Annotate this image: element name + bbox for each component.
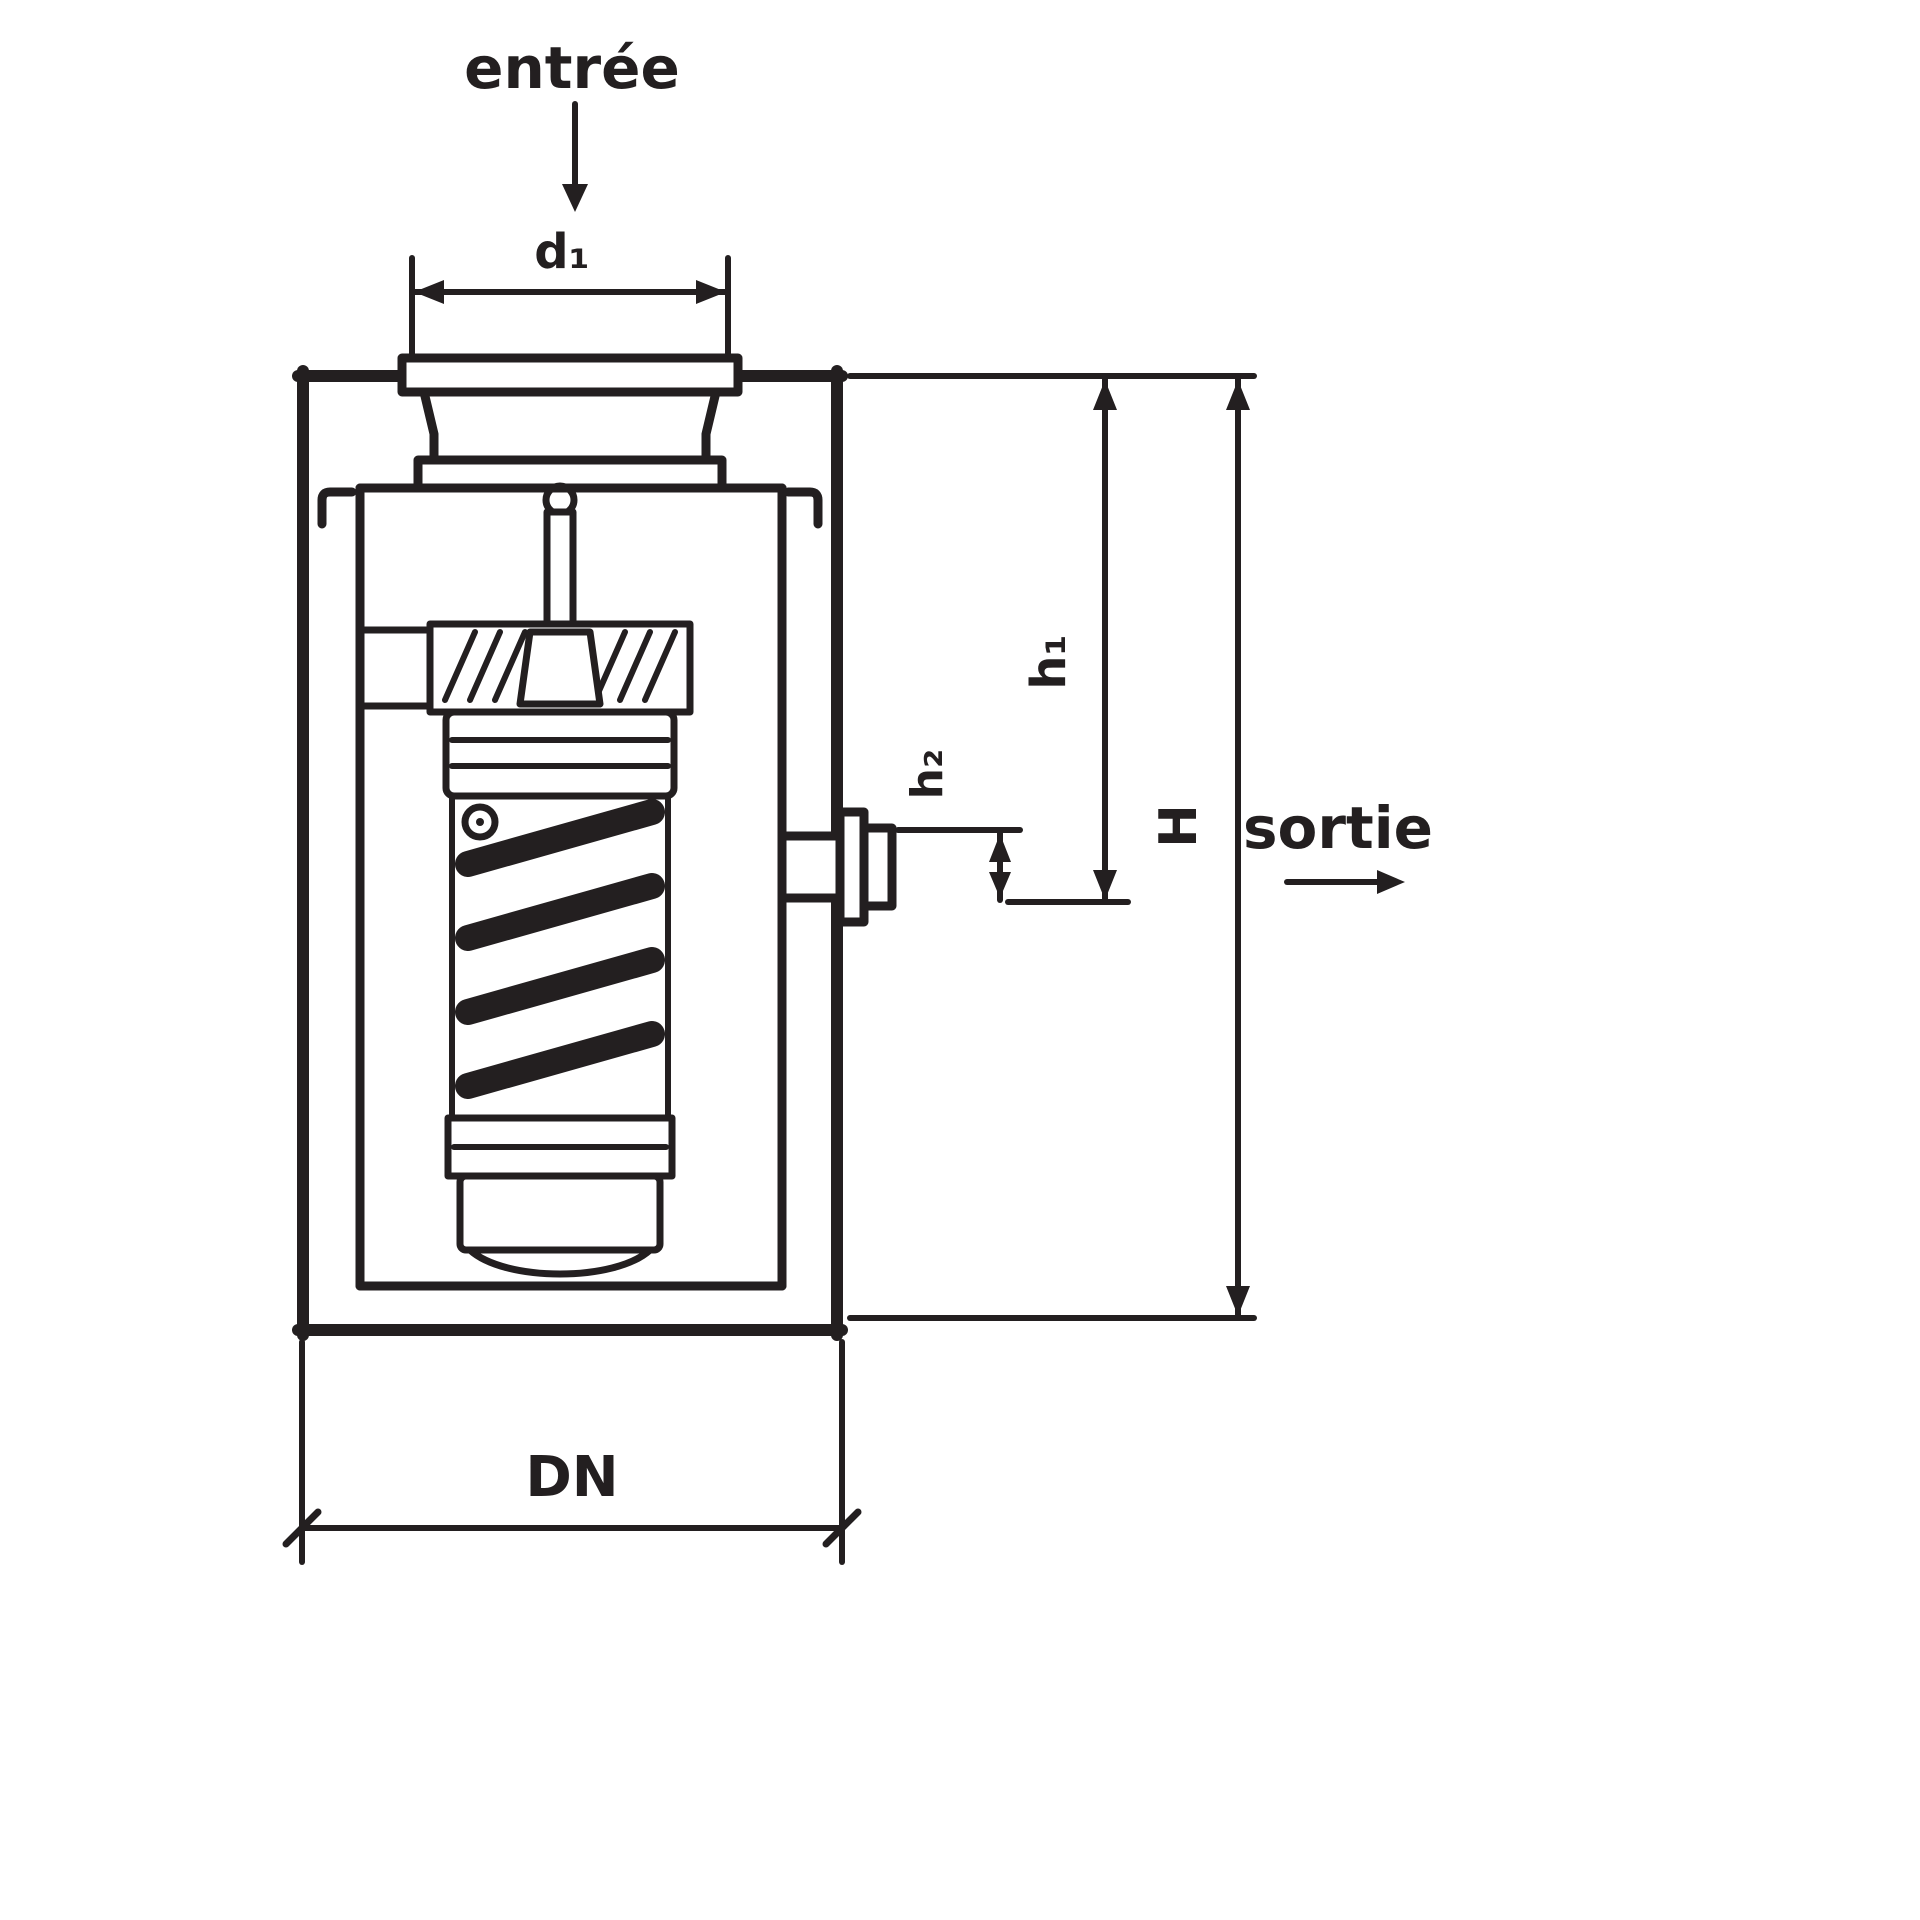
arrow-down-icon <box>562 101 588 212</box>
outlet-label: sortie <box>1243 794 1433 862</box>
pump-motor-housing <box>442 708 678 800</box>
dimension-DN: DN <box>282 1339 862 1565</box>
screw-flight <box>455 1021 665 1099</box>
pump-spiral-screw <box>449 793 671 1121</box>
outlet-connection <box>777 807 897 927</box>
DN-label: DN <box>525 1445 618 1510</box>
dimension-tick-right <box>822 1508 862 1548</box>
base-block <box>456 1172 664 1254</box>
inlet-label: entrée <box>464 34 680 102</box>
pump-bolt <box>461 803 499 841</box>
inlet-flow-annotation: entrée <box>464 34 680 212</box>
hatch-line <box>442 629 478 703</box>
dimension-h1: h₁ <box>847 373 1257 905</box>
h1-label: h₁ <box>1021 634 1077 689</box>
dimension-arrow-bottom <box>1093 870 1117 900</box>
outlet-arrow-head <box>1377 870 1405 894</box>
screw-flight <box>455 873 665 951</box>
dimension-arrow-top <box>1093 380 1117 410</box>
screw-flight <box>455 947 665 1025</box>
outlet-pipe <box>859 823 897 911</box>
dimension-d1: d₁ <box>409 224 731 359</box>
outlet-duct <box>777 831 845 903</box>
inlet-arrow-head <box>562 184 588 212</box>
pump-clamp-bracket <box>426 620 694 716</box>
dimension-arrow-left <box>414 280 444 304</box>
pump-wall-bracket <box>358 626 434 710</box>
inlet-flange <box>397 353 743 397</box>
dimension-H: H <box>847 375 1257 1321</box>
pump-shaft <box>543 508 577 628</box>
dimension-arrow-right <box>696 280 726 304</box>
dimension-arrow-bottom <box>1226 1286 1250 1316</box>
H-label: H <box>1149 804 1209 848</box>
hatch-line <box>467 629 503 703</box>
h2-label: h₂ <box>902 749 953 800</box>
bolt-ring <box>461 803 499 841</box>
base-skirt <box>466 1246 654 1278</box>
lid-corner-right <box>783 487 823 529</box>
d1-label: d₁ <box>534 224 589 280</box>
dimension-h2: h₂ <box>895 749 1023 903</box>
dimension-tick-left <box>282 1508 322 1548</box>
pump-assembly <box>358 482 694 1278</box>
bolt-center <box>476 818 484 826</box>
clamp-center-block <box>516 628 604 708</box>
outlet-flow-annotation: sortie <box>1243 794 1433 894</box>
motor-housing-body <box>442 708 678 800</box>
lid-corner-left <box>317 487 357 529</box>
hatch-line <box>492 629 528 703</box>
arrow-right-icon <box>1284 870 1405 894</box>
hatch-line <box>642 629 678 703</box>
dimension-arrow-top <box>989 834 1011 862</box>
dimension-arrow-bottom <box>989 872 1011 898</box>
inlet-collar <box>413 455 727 493</box>
screw-flight <box>455 799 665 877</box>
pump-base <box>444 1114 676 1278</box>
inlet-neck <box>397 353 743 493</box>
dimension-arrow-top <box>1226 380 1250 410</box>
inlet-neck-body <box>419 387 721 465</box>
hatch-line <box>617 629 653 703</box>
